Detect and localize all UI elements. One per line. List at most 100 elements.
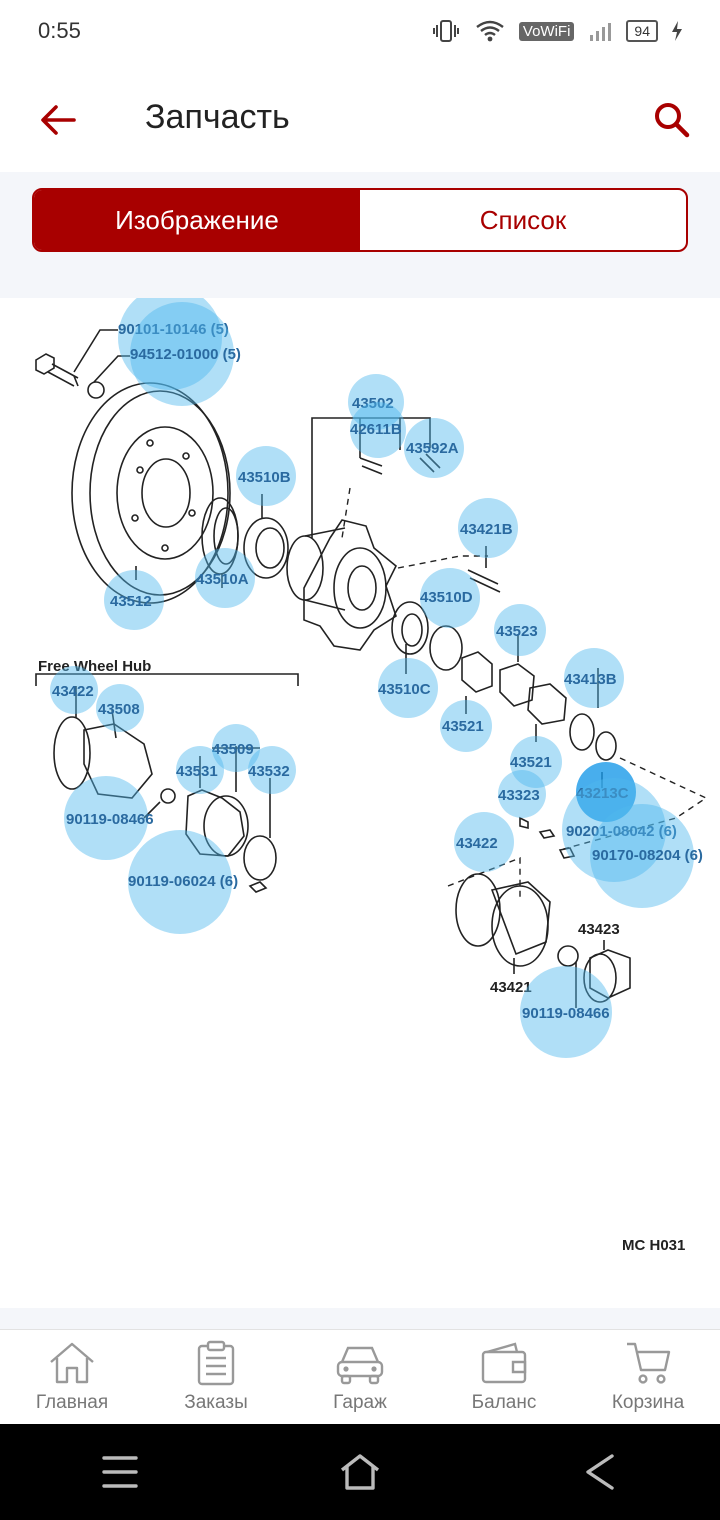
svg-text:90119-06024 (6): 90119-06024 (6): [128, 873, 238, 890]
system-back-button[interactable]: [560, 1442, 640, 1502]
tab-image[interactable]: Изображение: [34, 190, 360, 250]
part-hotspot[interactable]: 43531: [176, 746, 224, 794]
nav-orders-label: Заказы: [184, 1392, 248, 1413]
svg-text:43521: 43521: [442, 718, 484, 735]
part-hotspot[interactable]: 90119-08466: [64, 776, 154, 860]
part-hotspot[interactable]: 43592A: [404, 418, 464, 478]
part-hotspot[interactable]: 43521: [510, 736, 562, 788]
tab-list[interactable]: Список: [479, 204, 567, 235]
status-icons: VoWiFi 94: [431, 19, 682, 43]
hub-bolt-drawing: [35, 329, 130, 399]
part-hotspot: 43423: [578, 921, 620, 938]
nav-garage-label: Гараж: [333, 1392, 387, 1413]
nav-balance-label: Баланс: [471, 1392, 537, 1413]
part-hotspot[interactable]: 90101-10146 (5): [118, 298, 229, 390]
part-hotspot[interactable]: 43323: [498, 770, 546, 818]
status-time: 0:55: [38, 18, 81, 43]
svg-text:43423: 43423: [578, 921, 620, 938]
axle-hub-drawing: [286, 417, 501, 651]
search-button[interactable]: [644, 92, 700, 148]
wifi-icon: [476, 20, 504, 42]
svg-text:90119-08466: 90119-08466: [522, 1005, 610, 1022]
svg-text:43523: 43523: [496, 623, 538, 640]
nav-balance[interactable]: Баланс: [432, 1330, 576, 1424]
part-hotspot[interactable]: 43413B: [564, 648, 624, 708]
part-hotspot[interactable]: 43510B: [236, 446, 296, 506]
bottom-nav-separator: [0, 1308, 720, 1330]
diagram-code: MC H031: [622, 1237, 685, 1254]
svg-text:90201-08042 (6): 90201-08042 (6): [566, 823, 677, 840]
part-hotspot[interactable]: 43422: [50, 666, 98, 714]
svg-text:43502: 43502: [352, 395, 394, 412]
back-button[interactable]: [30, 92, 86, 148]
nav-garage[interactable]: Гараж: [288, 1330, 432, 1424]
part-hotspot[interactable]: 43510A: [195, 548, 255, 608]
part-hotspot[interactable]: 43421B: [458, 498, 518, 558]
svg-text:90119-08466: 90119-08466: [66, 811, 154, 828]
nav-cart-label: Корзина: [611, 1392, 685, 1413]
svg-text:43509: 43509: [212, 741, 254, 758]
vowifi-badge: VoWiFi: [518, 21, 575, 41]
part-hotspot[interactable]: 43509: [212, 724, 260, 772]
part-hotspot[interactable]: 90119-06024 (6): [128, 830, 238, 934]
charging-icon: [672, 21, 682, 41]
system-navigation-bar: [0, 1424, 720, 1520]
nav-orders[interactable]: Заказы: [144, 1330, 288, 1424]
part-hotspot[interactable]: 43521: [440, 700, 492, 752]
battery-level: 94: [626, 20, 658, 42]
svg-text:42611B: 42611B: [350, 421, 402, 438]
free-wheel-hub-title: Free Wheel Hub: [38, 658, 151, 675]
svg-text:43531: 43531: [176, 763, 218, 780]
menu-icon: [102, 1456, 138, 1488]
part-hotspot[interactable]: 90119-08466: [520, 966, 612, 1058]
system-home-button[interactable]: [320, 1442, 400, 1502]
home-outline-icon: [340, 1454, 380, 1490]
brake-disc-drawing: [71, 382, 231, 604]
chevron-left-icon: [586, 1454, 614, 1490]
system-menu-button[interactable]: [80, 1442, 160, 1502]
part-hotspot[interactable]: 43510D: [420, 568, 480, 628]
part-hotspot[interactable]: 43532: [248, 746, 296, 794]
lower-hub-drawing: [447, 856, 631, 1008]
svg-text:43521: 43521: [510, 754, 552, 771]
svg-text:43510B: 43510B: [238, 469, 291, 486]
part-hotspot[interactable]: 90170-08204 (6): [590, 804, 703, 908]
part-hotspot[interactable]: 43512: [104, 570, 164, 630]
bearing-left-drawing: [201, 494, 289, 588]
part-hotspot[interactable]: 43213C: [576, 762, 636, 822]
page-title: Запчасть: [145, 98, 290, 136]
signal-icon: [590, 23, 612, 41]
svg-text:43508: 43508: [98, 701, 140, 718]
exploded-view-drawing: Free Wheel Hub MC H031 90101-10146 (5) 9…: [35, 298, 708, 1254]
svg-text:43422: 43422: [52, 683, 94, 700]
part-hotspot[interactable]: 42611B: [350, 402, 406, 458]
search-icon: [655, 103, 690, 138]
part-hotspot: 43421: [490, 979, 532, 996]
svg-text:43323: 43323: [498, 787, 540, 804]
app-header: Запчасть: [0, 72, 720, 168]
free-wheel-hub-drawing: [35, 673, 299, 893]
vibrate-icon: [432, 20, 459, 42]
part-hotspot[interactable]: 43523: [494, 604, 546, 656]
home-icon: [50, 1342, 94, 1384]
part-hotspot[interactable]: 94512-01000 (5): [130, 302, 241, 406]
bottom-navigation: Главная Заказы Гараж Баланс Корзина: [0, 1330, 720, 1424]
status-bar: 0:55 VoWiFi 94: [0, 0, 720, 62]
arrow-left-icon: [41, 105, 76, 135]
nav-cart[interactable]: Корзина: [576, 1330, 720, 1424]
part-hotspot[interactable]: 43510C: [378, 658, 438, 718]
part-hotspot[interactable]: 90201-08042 (6): [562, 778, 677, 882]
nav-home[interactable]: Главная: [0, 1330, 144, 1424]
orders-icon: [197, 1340, 235, 1386]
car-icon: [336, 1346, 384, 1385]
svg-text:43592A: 43592A: [406, 440, 459, 457]
svg-text:43532: 43532: [248, 763, 290, 780]
cart-icon: [627, 1342, 671, 1384]
part-hotspot[interactable]: 43422: [454, 812, 514, 872]
svg-text:43421: 43421: [490, 979, 532, 996]
svg-text:43413B: 43413B: [564, 671, 617, 688]
part-hotspot[interactable]: 43508: [96, 684, 144, 732]
svg-text:90101-10146 (5): 90101-10146 (5): [118, 321, 229, 338]
svg-text:43421B: 43421B: [460, 521, 513, 538]
part-hotspot[interactable]: 43502: [348, 374, 404, 430]
